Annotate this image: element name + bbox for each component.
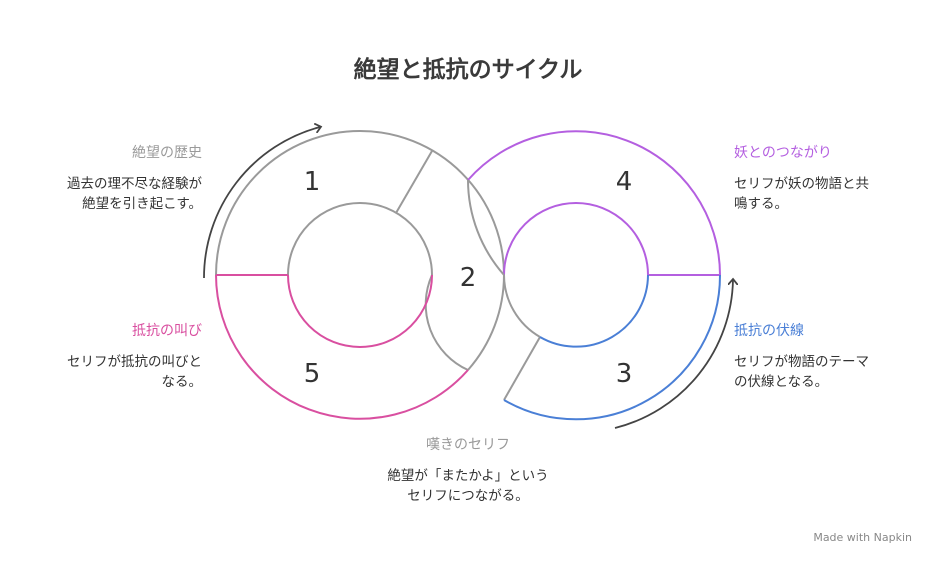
segment-5-outer-arc: [215, 274, 469, 420]
segment-3-number: 3: [616, 359, 633, 389]
segment-5-number: 5: [304, 359, 321, 389]
segment-4-outer-arc: [467, 130, 721, 276]
segment-2-inner-arc: [424, 274, 469, 371]
segment-2-text: 絶望が「またかよ」という セリフにつながる。: [387, 468, 549, 504]
segment-3-heading: 抵抗の伏線: [734, 323, 804, 339]
page-title: 絶望と抵抗のサイクル: [353, 57, 583, 83]
segment-3-text: セリフが物語のテーマ の伏線となる。: [734, 354, 869, 390]
segment-5-text: セリフが抵抗の叫びと なる。: [67, 354, 202, 390]
segment-4-text: セリフが妖の物語と共 鳴する。: [734, 176, 869, 212]
right-direction-arrow: [614, 280, 733, 429]
segment-4-number: 4: [616, 167, 633, 197]
segment-3-outer-arc: [503, 274, 722, 421]
segment-5-inner-arc: [287, 274, 433, 348]
segment-1-text: 過去の理不尽な経験が 絶望を引き起こす。: [67, 176, 202, 212]
segment-1-divider: [395, 150, 433, 214]
segment-1-inner-arc: [287, 202, 433, 276]
segment-2-number: 2: [460, 263, 477, 293]
left-direction-arrow: [203, 127, 320, 279]
segment-2-outer-arc: [467, 274, 505, 371]
segment-5-heading: 抵抗の叫び: [132, 323, 202, 339]
segment-1-heading: 絶望の歴史: [132, 145, 202, 161]
segment-2-heading: 嘆きのセリフ: [426, 437, 510, 453]
segment-2-right-outer-arc: [467, 179, 505, 276]
brand-watermark: Made with Napkin: [813, 531, 912, 544]
segment-2-divider: [503, 336, 541, 401]
segment-1-number: 1: [304, 167, 321, 197]
segment-1-outer-arc: [215, 130, 505, 276]
segment-3-inner-arc: [539, 274, 649, 348]
segment-4-inner-arc: [503, 202, 649, 276]
segment-4-heading: 妖とのつながり: [734, 145, 832, 161]
segment-2-right-inner-arc: [503, 274, 541, 338]
